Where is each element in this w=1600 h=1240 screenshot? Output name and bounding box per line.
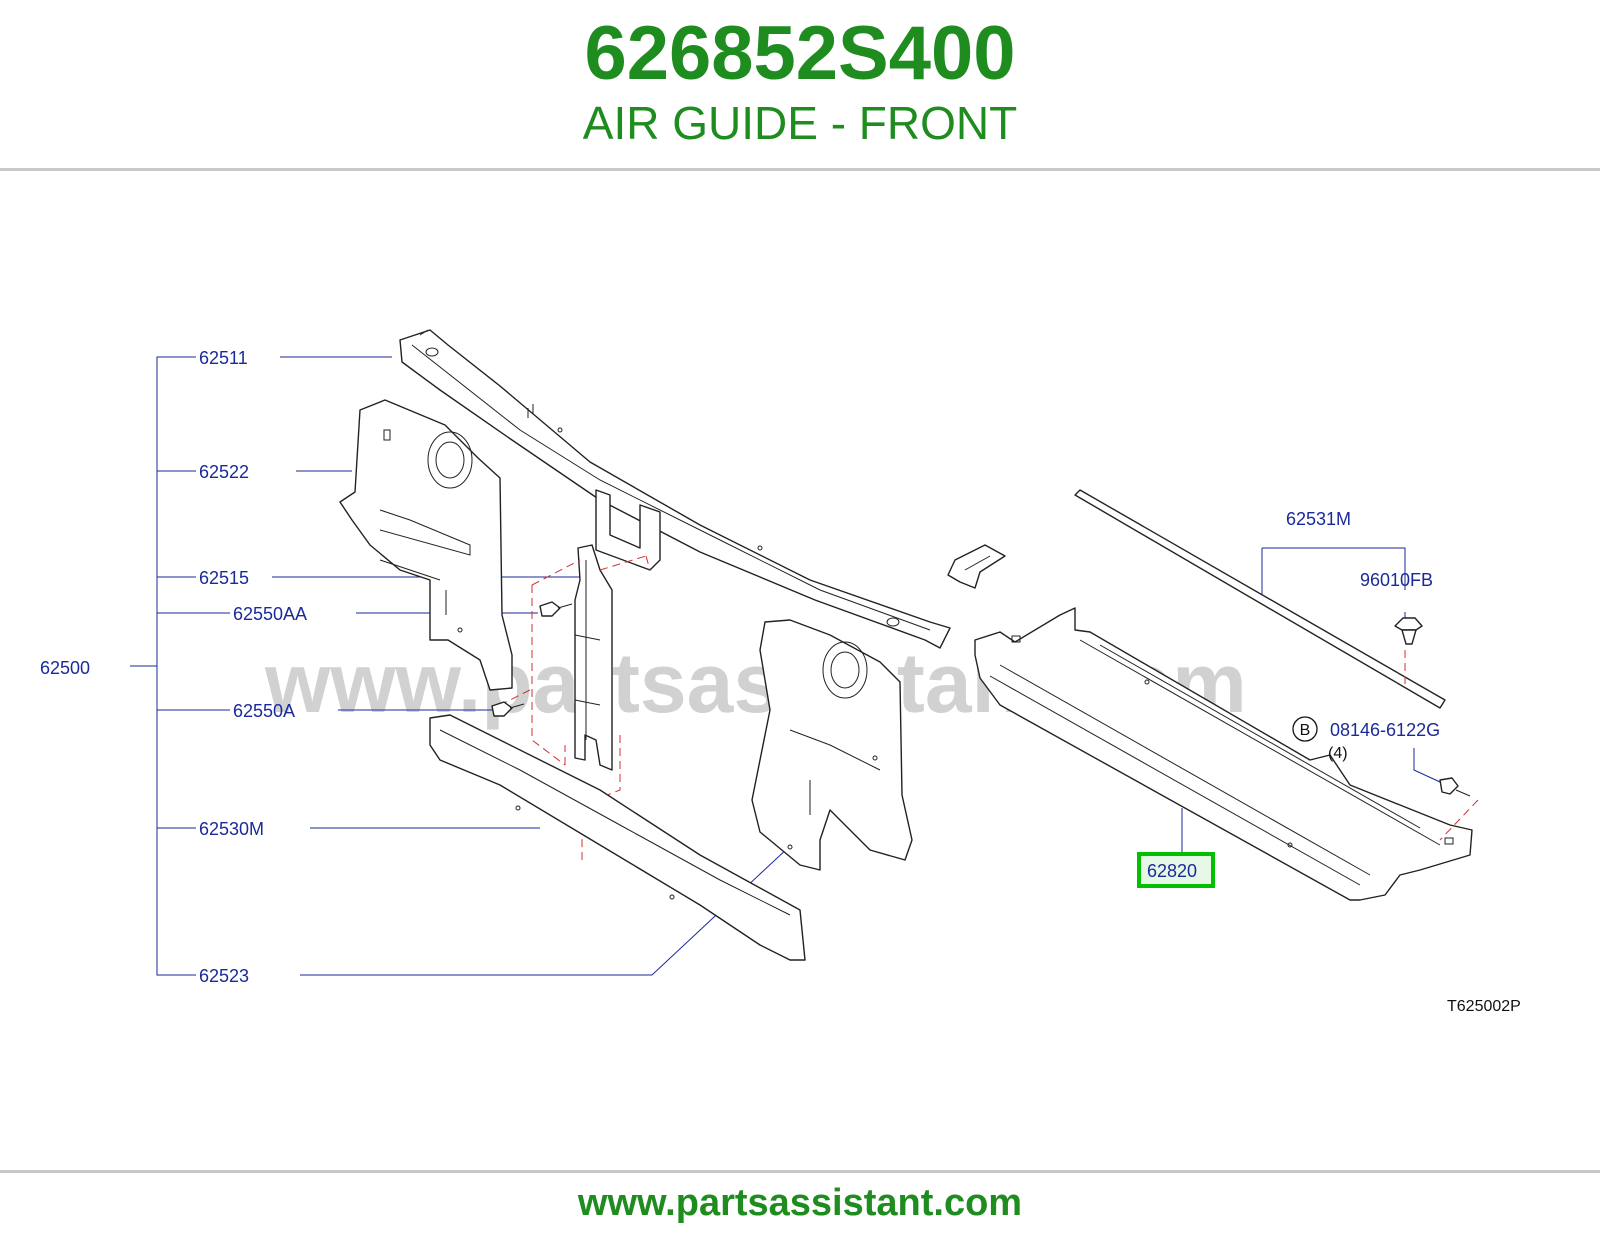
header-divider — [0, 168, 1600, 171]
label-62530M[interactable]: 62530M — [199, 819, 264, 839]
label-62515[interactable]: 62515 — [199, 568, 249, 588]
callout-circle-b — [1292, 716, 1318, 742]
left-side-panel-62522 — [339, 399, 513, 691]
label-96010FB[interactable]: 96010FB — [1360, 570, 1433, 590]
drawing-code: T625002P — [1447, 998, 1521, 1015]
label-62820[interactable]: 62820 — [1147, 861, 1197, 881]
bolt-08146-6122G — [1439, 777, 1471, 797]
air-guide-62820 — [974, 607, 1473, 901]
label-62500[interactable]: 62500 — [40, 658, 90, 678]
header: 626852S400 AIR GUIDE - FRONT — [0, 0, 1600, 168]
leader-lines — [272, 356, 1441, 976]
upper-support-62511 — [399, 329, 951, 649]
part-title: AIR GUIDE - FRONT — [582, 97, 1018, 149]
label-62511[interactable]: 62511 — [199, 348, 248, 368]
clip-96010FB — [1394, 617, 1423, 645]
label-08146-6122G[interactable]: 08146-6122G — [1330, 720, 1440, 740]
label-62550AA[interactable]: 62550AA — [233, 604, 307, 624]
label-62523[interactable]: 62523 — [199, 966, 249, 986]
footer-divider — [0, 1170, 1600, 1173]
right-side-panel-62523 — [751, 619, 913, 871]
small-bracket — [947, 544, 1006, 589]
label-quantity: (4) — [1328, 745, 1348, 762]
part-number: 626852S400 — [584, 11, 1016, 96]
label-62531M[interactable]: 62531M — [1286, 509, 1351, 529]
footer-url[interactable]: www.partsassistant.com — [577, 1182, 1023, 1224]
callout-b-letter: B — [1300, 722, 1311, 739]
group-bracket — [130, 356, 230, 976]
highlight-box — [1137, 852, 1215, 888]
seal-strip-62531M — [1074, 489, 1446, 709]
bolt-62550A — [491, 701, 525, 717]
vertical-bracket-62515 — [574, 544, 613, 771]
dashed-guides-right — [1404, 650, 1479, 841]
lower-crossmember-62530M — [429, 714, 806, 961]
bolt-62550AA — [539, 601, 573, 617]
label-62522[interactable]: 62522 — [199, 462, 249, 482]
label-62550A[interactable]: 62550A — [233, 701, 295, 721]
